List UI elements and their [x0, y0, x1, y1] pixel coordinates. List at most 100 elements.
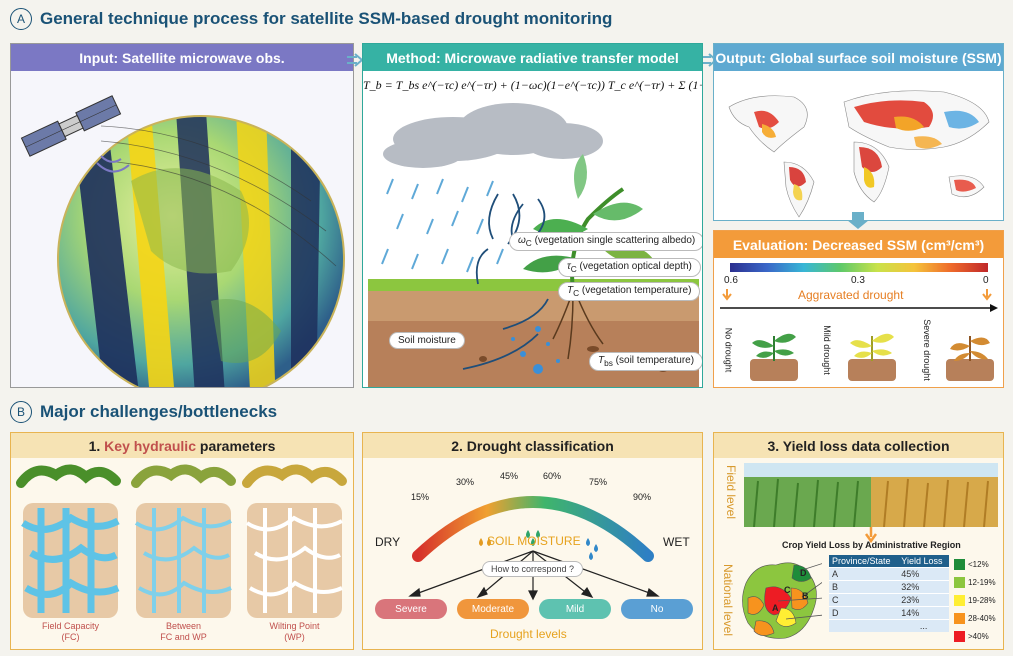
fc-caption-line1: Field Capacity: [41, 621, 100, 631]
wet-label: WET: [663, 535, 690, 549]
legend-swatch-2: [954, 594, 965, 606]
table-header-loss: Yield Loss: [898, 555, 949, 568]
yield-panel: 3. Yield loss data collection Field leve…: [713, 432, 1004, 650]
hydraulic-title-num: 1.: [88, 437, 105, 454]
yield-panel-title: 3. Yield loss data collection: [714, 433, 1003, 458]
output-panel-title: Output: Global surface soil moisture (SS…: [714, 44, 1003, 71]
hydraulic-panel: 1. Key hydraulic parameters Field Capaci…: [10, 432, 354, 650]
output-panel: Output: Global surface soil moisture (SS…: [713, 43, 1004, 221]
legend-item: 12-19%: [954, 573, 1003, 591]
hydraulic-title-key: Key hydraulic: [104, 437, 196, 454]
pct-30: 30%: [456, 477, 475, 487]
hydraulic-title-rest: parameters: [196, 437, 276, 454]
section-b-title: Major challenges/bottlenecks: [40, 402, 278, 421]
tc-desc: (vegetation temperature): [579, 285, 692, 296]
level-no: No: [621, 599, 693, 619]
tbs-desc: (soil temperature): [612, 355, 695, 366]
map-label-a: A: [772, 603, 779, 613]
tau-sub: C: [570, 264, 577, 274]
input-panel-title: Input: Satellite microwave obs.: [11, 44, 353, 71]
table-header-row: Province/State Yield Loss: [829, 555, 949, 568]
section-a-letter: A: [10, 8, 32, 30]
national-level-label: National level: [721, 563, 736, 637]
field-capacity-soil: [16, 464, 121, 618]
drought-axis-arrow: [720, 289, 998, 312]
legend-label-1: 12-19%: [968, 577, 996, 587]
crop-field-photo: [744, 463, 998, 527]
pct-90: 90%: [633, 492, 652, 502]
legend-item: >40%: [954, 627, 1003, 645]
classification-panel: 2. Drought classification 15% 30% 45% 60…: [362, 432, 703, 650]
legend-swatch-4: [954, 630, 965, 642]
legend-label-0: <12%: [968, 559, 989, 569]
withered-plant-icon: [946, 336, 994, 381]
section-a-header: A General technique process for satellit…: [10, 8, 612, 30]
legend-label-3: 28-40%: [968, 613, 996, 623]
classification-panel-title: 2. Drought classification: [363, 433, 702, 458]
wp-caption-line2: (WP): [284, 632, 305, 642]
pct-45: 45%: [500, 471, 519, 481]
stage-severe-drought-label: Severe drought: [921, 319, 932, 381]
table-cell: A: [829, 567, 899, 581]
table-cell: B: [829, 580, 899, 594]
global-ssm-map: [728, 90, 990, 218]
table-row: ...: [829, 619, 949, 632]
omega-label: ωC (vegetation single scattering albedo): [509, 232, 702, 251]
pct-75: 75%: [589, 477, 608, 487]
omega-sub: C: [525, 238, 532, 248]
dry-label: DRY: [375, 535, 401, 549]
section-b-header: B Major challenges/bottlenecks: [10, 401, 277, 423]
tc-symbol: T: [567, 285, 574, 296]
table-cell: ...: [898, 619, 949, 632]
table-cell: 32%: [898, 580, 949, 594]
soil-water-illustrations: [16, 464, 347, 618]
table-cell: C: [829, 593, 899, 607]
evaluation-panel-title: Evaluation: Decreased SSM (cm³/cm³): [714, 231, 1003, 258]
wp-caption-line1: Wilting Point: [269, 621, 320, 631]
legend-item: 28-40%: [954, 609, 1003, 627]
level-severe: Severe: [375, 599, 447, 619]
legend-item: <12%: [954, 555, 1003, 573]
tbs-label: Tbs (soil temperature): [589, 352, 702, 371]
table-cell: [829, 619, 899, 632]
scale-tick-0: 0.6: [724, 275, 738, 286]
stage-no-drought: No drought: [723, 321, 804, 383]
table-header-province: Province/State: [829, 555, 899, 568]
satellite-globe-illustration: [20, 95, 345, 387]
stage-no-drought-label: No drought: [723, 327, 734, 373]
scale-tick-2: 0: [983, 275, 989, 286]
wp-caption: Wilting Point (WP): [247, 621, 342, 643]
admin-region-map: [742, 562, 822, 639]
aggravated-drought-label: Aggravated drought: [798, 288, 904, 302]
tbs-symbol: T: [598, 355, 605, 366]
drought-levels-label: Drought levels: [490, 627, 567, 641]
rtm-equation: T_b = T_bs e^(−τc) e^(−τr) + (1−ωc)(1−e^…: [363, 78, 702, 93]
evaluation-panel: Evaluation: Decreased SSM (cm³/cm³) 0.6 …: [713, 230, 1004, 388]
between-caption-line2: FC and WP: [160, 632, 207, 642]
tau-symbol: τ: [567, 261, 571, 272]
legend-item: 19-28%: [954, 591, 1003, 609]
pct-60: 60%: [543, 471, 562, 481]
between-caption: Between FC and WP: [136, 621, 231, 643]
fc-caption-line2: (FC): [61, 632, 80, 642]
table-cell: 14%: [898, 606, 949, 620]
down-arrow-to-evaluation: [847, 212, 869, 229]
stage-mild-drought: Mild drought: [822, 321, 902, 383]
correspondence-arrows: [408, 550, 660, 601]
stage-severe-drought: Severe drought: [920, 319, 1000, 383]
method-panel: Method: Microwave radiative transfer mod…: [362, 43, 703, 388]
yield-table-title: Crop Yield Loss by Administrative Region: [782, 540, 961, 550]
map-label-b: B: [802, 591, 809, 601]
down-arrow-field-to-national: [864, 527, 878, 543]
how-to-correspond-label: How to correspond ?: [482, 561, 584, 577]
tc-label: TC (vegetation temperature): [558, 282, 701, 301]
table-cell: D: [829, 606, 899, 620]
yellowing-plant-icon: [848, 333, 896, 381]
tc-sub: C: [573, 288, 580, 298]
level-moderate: Moderate: [457, 599, 529, 619]
